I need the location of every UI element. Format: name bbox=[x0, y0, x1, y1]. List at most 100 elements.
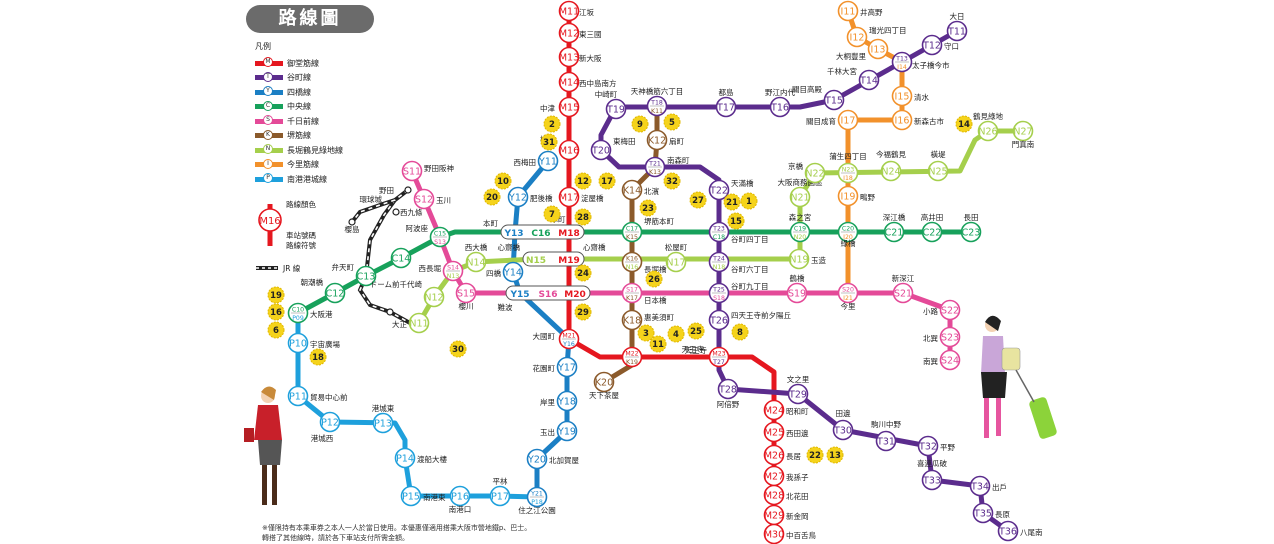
spot-marker-9[interactable]: 9 bbox=[631, 115, 649, 133]
spot-marker-16[interactable]: 16 bbox=[267, 303, 285, 321]
spot-marker-6[interactable]: 6 bbox=[267, 321, 285, 339]
spot-marker-29[interactable]: 29 bbox=[574, 303, 592, 321]
spot-marker-30[interactable]: 30 bbox=[449, 340, 467, 358]
spot-marker-23[interactable]: 23 bbox=[639, 199, 657, 217]
spot-marker-24[interactable]: 24 bbox=[574, 264, 592, 282]
spot-marker-3[interactable]: 3 bbox=[637, 324, 655, 342]
spot-marker-21[interactable]: 21 bbox=[723, 193, 741, 211]
spot-marker-2[interactable]: 2 bbox=[543, 115, 561, 133]
spot-marker-13[interactable]: 13 bbox=[826, 446, 844, 464]
spot-marker-1[interactable]: 1 bbox=[740, 192, 758, 210]
station-c14[interactable]: C14 bbox=[390, 247, 412, 269]
spot-marker-19[interactable]: 19 bbox=[267, 286, 285, 304]
spot-marker-11[interactable]: 11 bbox=[649, 335, 667, 353]
spot-marker-4[interactable]: 4 bbox=[667, 325, 685, 343]
spot-marker-28[interactable]: 28 bbox=[574, 208, 592, 226]
spot-marker-17[interactable]: 17 bbox=[598, 172, 616, 190]
spot-marker-8[interactable]: 8 bbox=[731, 323, 749, 341]
spot-marker-31[interactable]: 31 bbox=[540, 133, 558, 151]
spot-marker-15[interactable]: 15 bbox=[727, 212, 745, 230]
spot-marker-20[interactable]: 20 bbox=[483, 188, 501, 206]
spot-marker-7[interactable]: 7 bbox=[543, 205, 561, 223]
spot-marker-26[interactable]: 26 bbox=[645, 270, 663, 288]
spot-marker-25[interactable]: 25 bbox=[687, 322, 705, 340]
spot-marker-14[interactable]: 14 bbox=[955, 115, 973, 133]
spot-marker-22[interactable]: 22 bbox=[806, 446, 824, 464]
